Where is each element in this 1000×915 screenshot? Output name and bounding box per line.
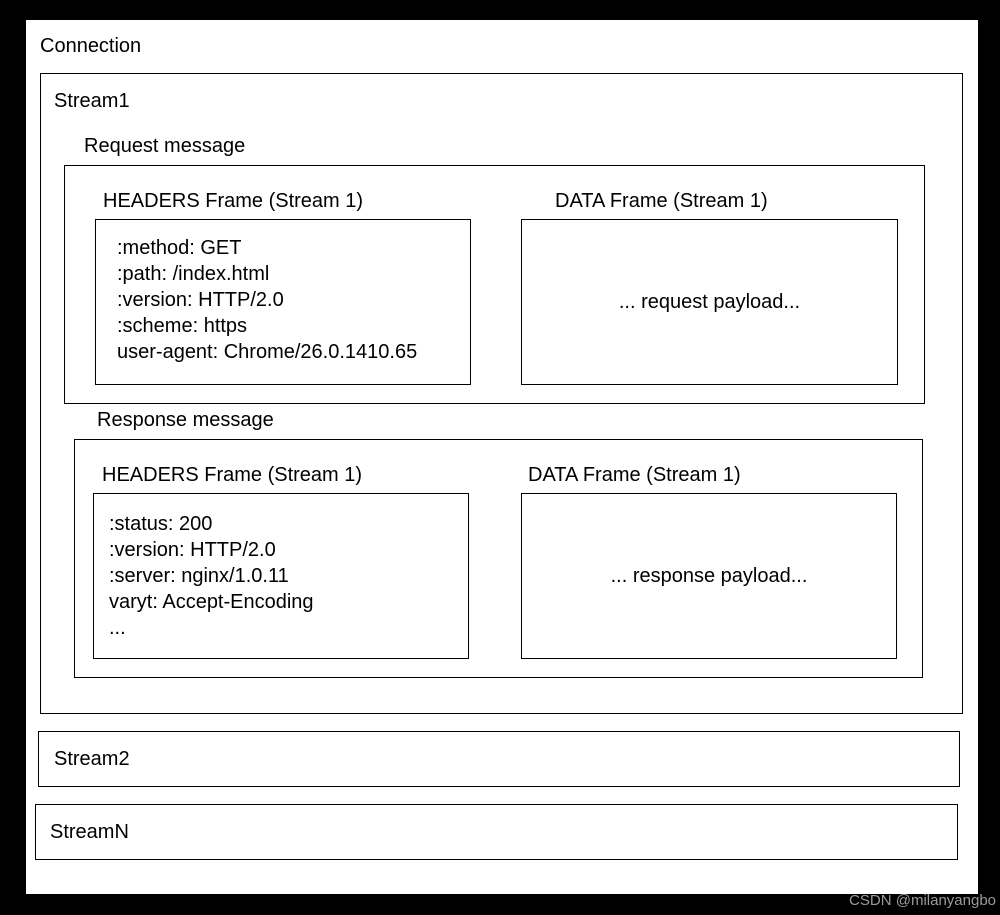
- response-header-line: :version: HTTP/2.0: [109, 539, 276, 561]
- request-headers-frame-box: [95, 219, 471, 385]
- watermark: CSDN @milanyangbo: [849, 892, 996, 909]
- stream2-label: Stream2: [54, 748, 130, 770]
- request-header-line: :path: /index.html: [117, 263, 270, 285]
- request-header-line: user-agent: Chrome/26.0.1410.65: [117, 341, 418, 363]
- request-headers-list: :method: GET :path: /index.html :version…: [117, 235, 417, 365]
- request-payload-text: ... request payload...: [618, 290, 801, 313]
- request-header-line: :scheme: https: [117, 315, 248, 337]
- response-header-line: varyt: Accept-Encoding: [109, 591, 314, 613]
- request-header-line: :version: HTTP/2.0: [117, 289, 284, 311]
- response-message-label: Response message: [97, 409, 274, 431]
- response-header-line: :server: nginx/1.0.11: [109, 565, 289, 587]
- request-data-frame-box: ... request payload...: [521, 219, 898, 385]
- request-message-label: Request message: [84, 135, 246, 157]
- streamN-box: [35, 804, 958, 860]
- request-data-frame-title: DATA Frame (Stream 1): [555, 190, 768, 212]
- response-header-line: :status: 200: [109, 513, 213, 535]
- response-headers-frame-title: HEADERS Frame (Stream 1): [102, 464, 363, 486]
- stream2-box: [38, 731, 960, 787]
- request-headers-frame-title: HEADERS Frame (Stream 1): [103, 190, 364, 212]
- response-headers-list: :status: 200 :version: HTTP/2.0 :server:…: [109, 511, 314, 641]
- response-headers-frame-box: [93, 493, 469, 659]
- streamN-label: StreamN: [50, 821, 129, 843]
- response-payload-text: ... response payload...: [610, 564, 808, 587]
- response-header-line: ...: [109, 617, 126, 639]
- response-data-frame-box: ... response payload...: [521, 493, 897, 659]
- request-header-line: :method: GET: [117, 237, 242, 259]
- stream1-label: Stream1: [54, 90, 130, 112]
- connection-label: Connection: [40, 35, 142, 57]
- response-data-frame-title: DATA Frame (Stream 1): [528, 464, 741, 486]
